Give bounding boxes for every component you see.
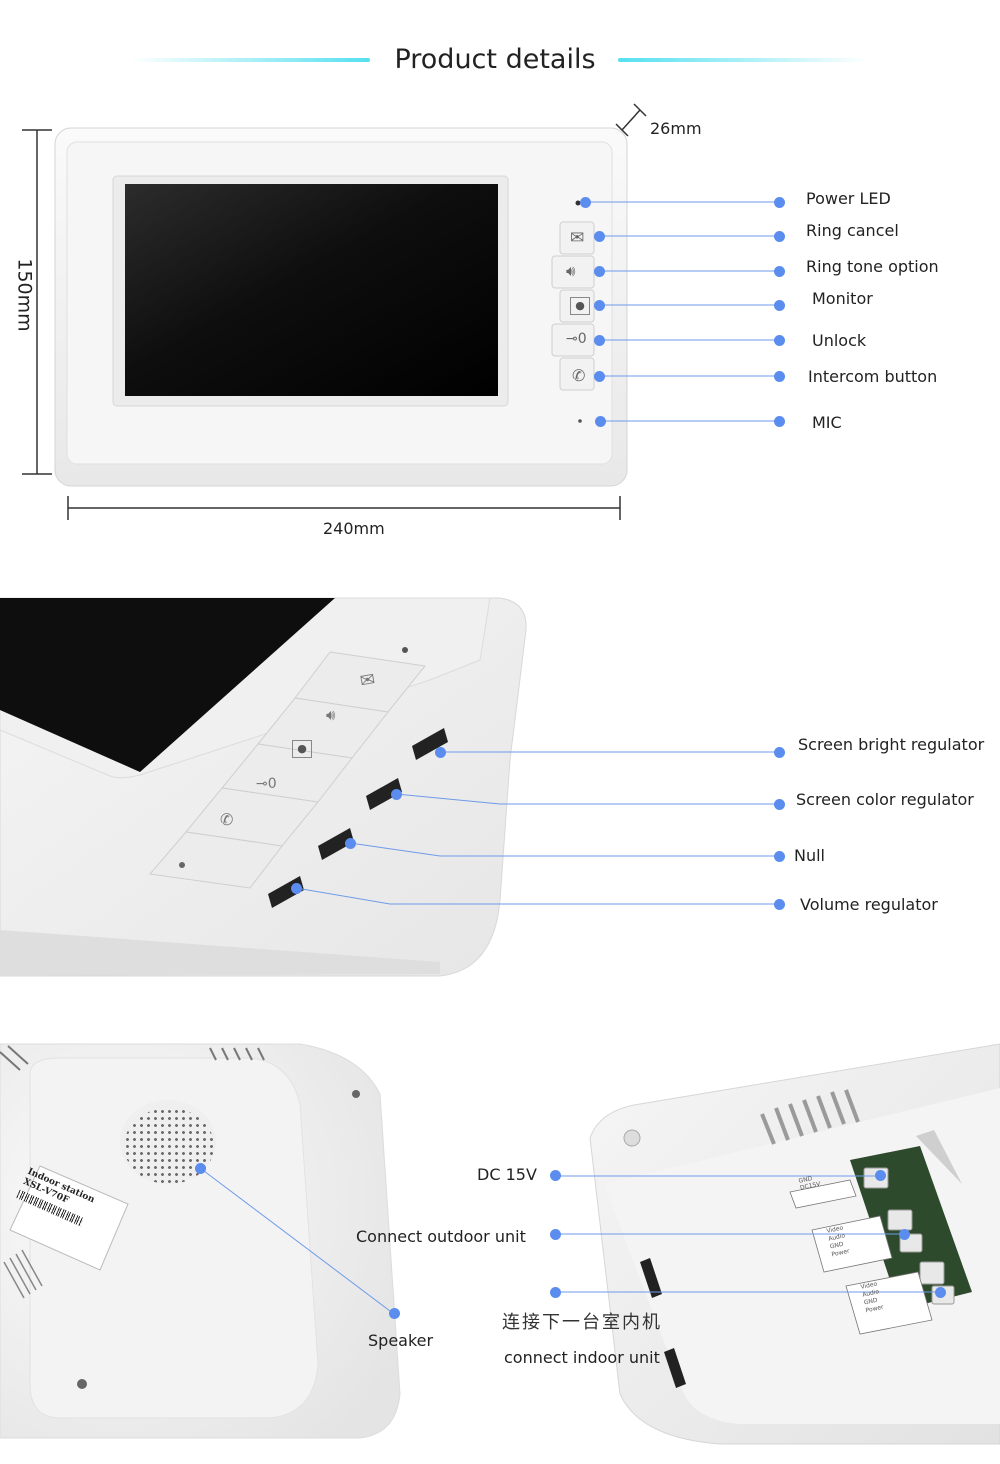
person-icon: ●: [292, 740, 312, 758]
callout-mic: MIC: [812, 413, 842, 432]
handset-icon: ✆: [220, 810, 234, 829]
callout-dot: [875, 1170, 886, 1181]
callout-connect-indoor-cn: 连接下一台室内机: [502, 1312, 662, 1333]
callout-ring-tone: Ring tone option: [806, 257, 939, 276]
person-icon: ●: [570, 297, 590, 315]
callout-ring-cancel: Ring cancel: [806, 221, 899, 240]
key-icon: ⊸0: [256, 776, 277, 792]
callout-dot: [389, 1308, 400, 1319]
callout-intercom: Intercom button: [808, 367, 938, 386]
callout-dot: [774, 335, 785, 346]
title-rule-left: [130, 58, 370, 62]
callout-dot: [195, 1163, 206, 1174]
callout-power-led: Power LED: [806, 189, 891, 208]
callout-dot: [594, 371, 605, 382]
callout-dot: [291, 883, 302, 894]
speaker-icon: 🔊︎: [326, 706, 336, 724]
callout-dot: [774, 799, 785, 810]
section3-drawing: [0, 1043, 1000, 1445]
callout-monitor: Monitor: [812, 289, 873, 308]
callout-screen-color: Screen color regulator: [796, 790, 974, 809]
section1-drawing: [22, 103, 780, 520]
callout-dot: [774, 231, 785, 242]
callout-dot: [774, 266, 785, 277]
page-title: Product details: [394, 44, 596, 75]
callout-dot: [774, 747, 785, 758]
title-rule-right: [618, 58, 868, 62]
key-icon: ⊸0: [566, 331, 587, 347]
callout-dot: [594, 266, 605, 277]
callout-dot: [594, 300, 605, 311]
callout-dot: [550, 1170, 561, 1181]
callout-dot: [594, 231, 605, 242]
callout-connect-indoor: connect indoor unit: [504, 1348, 660, 1367]
callout-dot: [935, 1287, 946, 1298]
callout-dot: [899, 1229, 910, 1240]
callout-dot: [774, 416, 785, 427]
callout-unlock: Unlock: [812, 331, 867, 350]
callout-speaker: Speaker: [368, 1331, 434, 1350]
callout-dot: [391, 789, 402, 800]
callout-dot: [550, 1229, 561, 1240]
callout-connect-outdoor: Connect outdoor unit: [356, 1227, 526, 1246]
callout-dot: [774, 371, 785, 382]
callout-volume: Volume regulator: [800, 895, 938, 914]
callout-dot: [595, 416, 606, 427]
callout-dot: [774, 197, 785, 208]
callout-dot: [774, 300, 785, 311]
callout-dot: [550, 1287, 561, 1298]
depth-label: 26mm: [650, 119, 702, 138]
section2-drawing: [0, 597, 780, 977]
callout-dot: [580, 197, 591, 208]
callout-null: Null: [794, 846, 825, 865]
speaker-icon: 🔊︎: [566, 262, 576, 280]
height-label: 150mm: [13, 258, 36, 332]
width-label: 240mm: [323, 519, 385, 538]
callout-screen-bright: Screen bright regulator: [798, 735, 985, 754]
callout-dot: [594, 335, 605, 346]
handset-icon: ✆: [572, 366, 586, 385]
callout-dot: [774, 899, 785, 910]
callout-dot: [345, 838, 356, 849]
callout-dc15v: DC 15V: [477, 1165, 537, 1184]
callout-dot: [435, 747, 446, 758]
callout-dot: [774, 851, 785, 862]
envelope-icon: ✉: [570, 228, 585, 248]
